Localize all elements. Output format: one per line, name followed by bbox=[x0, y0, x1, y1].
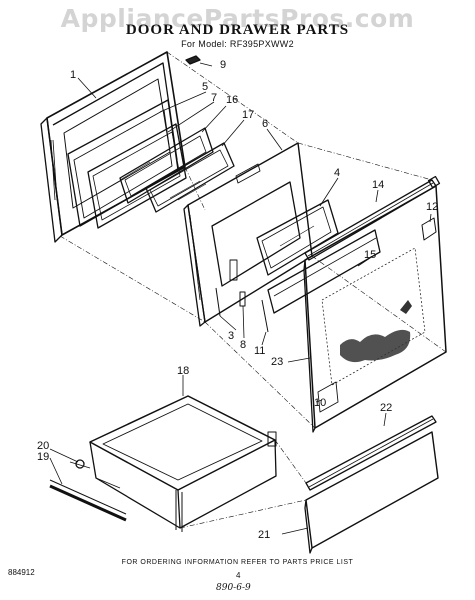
callout-17: 17 bbox=[242, 109, 255, 121]
ordering-info-footer: FOR ORDERING INFORMATION REFER TO PARTS … bbox=[121, 559, 354, 566]
part-20-roller bbox=[69, 459, 91, 469]
callout-5: 5 bbox=[202, 81, 209, 93]
callout-3: 3 bbox=[228, 330, 235, 342]
callout-7: 7 bbox=[211, 92, 218, 104]
callout-22: 22 bbox=[380, 402, 393, 414]
part-5-door-liner bbox=[67, 99, 179, 227]
handwritten-note: 890-6-9 bbox=[216, 583, 251, 593]
model-line: For Model: RF395PXWW2 bbox=[181, 39, 294, 49]
callout-6: 6 bbox=[262, 118, 269, 130]
callout-23: 23 bbox=[271, 356, 284, 368]
part-15-vent bbox=[267, 229, 381, 314]
callout-21: 21 bbox=[258, 529, 271, 541]
callout-10: 10 bbox=[314, 397, 327, 409]
diagram-title: DOOR AND DRAWER PARTS bbox=[125, 22, 350, 38]
part-19-drawer-rail bbox=[49, 479, 127, 522]
callout-19: 19 bbox=[37, 451, 50, 463]
part-8-clip bbox=[239, 291, 246, 307]
leader-lines bbox=[49, 62, 432, 535]
callout-12: 12 bbox=[426, 201, 439, 213]
watermark: AppliancePartsPros.com bbox=[60, 4, 415, 33]
callout-20: 20 bbox=[37, 440, 50, 452]
callout-1: 1 bbox=[70, 69, 77, 81]
part-11-spacer bbox=[261, 299, 269, 333]
callout-14: 14 bbox=[372, 179, 385, 191]
part-6-inner-door-panel bbox=[183, 142, 313, 327]
callout-9: 9 bbox=[220, 59, 227, 71]
part-17-door-glass bbox=[145, 142, 235, 213]
part-3-spring bbox=[215, 287, 221, 317]
callout-11: 11 bbox=[254, 345, 266, 357]
callout-16: 16 bbox=[226, 94, 239, 106]
part-9-screw bbox=[185, 55, 201, 65]
part-21-drawer-front bbox=[304, 431, 439, 554]
callout-18: 18 bbox=[177, 365, 190, 377]
callout-4: 4 bbox=[334, 167, 341, 179]
part-18-drawer bbox=[89, 395, 277, 532]
part-4-door-glass bbox=[256, 199, 339, 276]
callout-15: 15 bbox=[364, 249, 377, 261]
assembly-guide-lines bbox=[59, 51, 447, 529]
part-12-bracket bbox=[421, 217, 437, 241]
page-number: 4 bbox=[236, 571, 241, 580]
part-16-window-frame bbox=[119, 127, 214, 204]
part-7-inner-glass bbox=[87, 123, 187, 229]
part-22-drawer-trim bbox=[305, 415, 437, 491]
document-code: 884912 bbox=[8, 568, 35, 577]
callout-8: 8 bbox=[240, 339, 247, 351]
